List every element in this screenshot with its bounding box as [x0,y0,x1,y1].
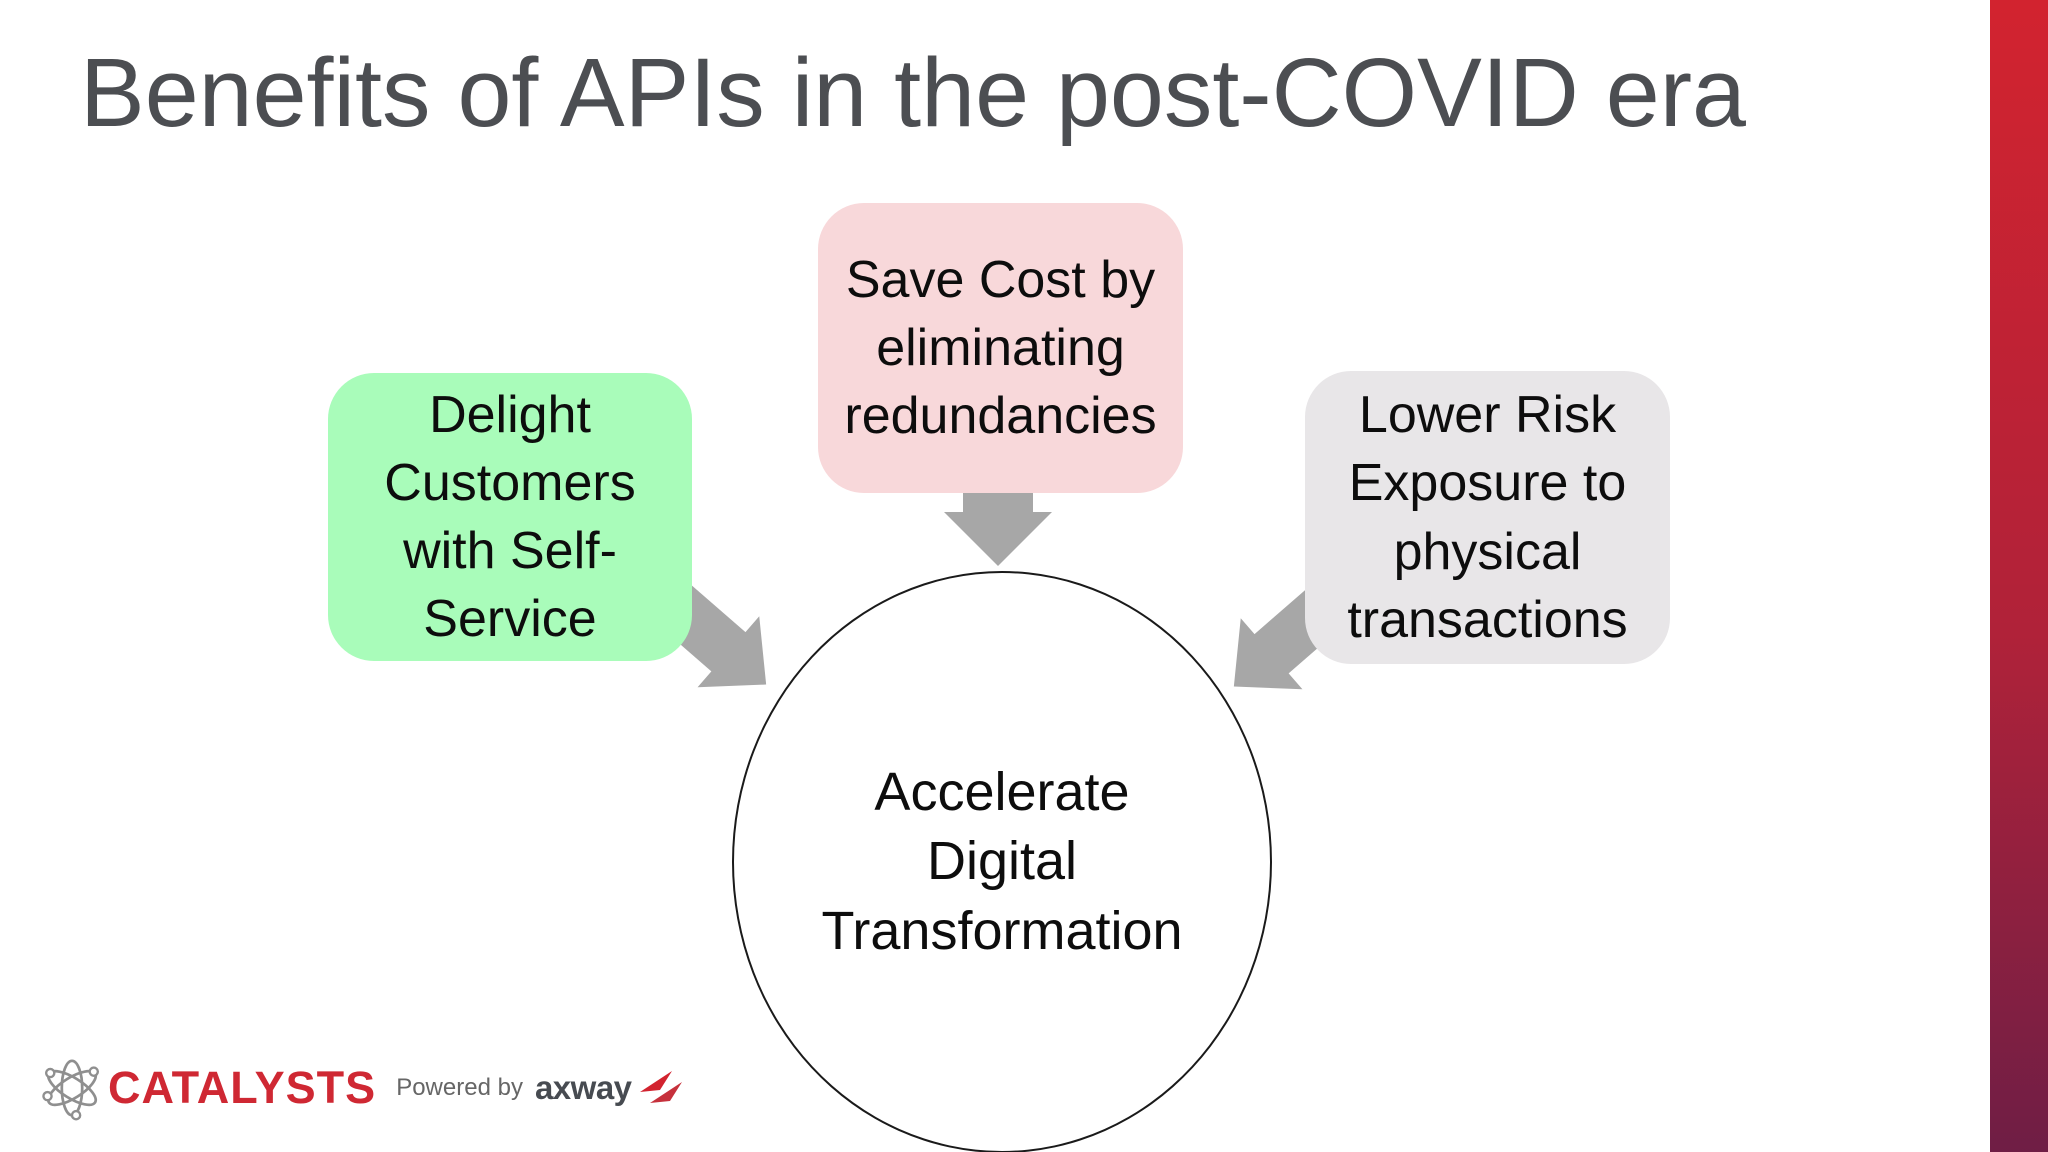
footer-logo: CATALYSTS Powered by axway [38,1048,684,1128]
benefit-box-delight-customers: Delight Customers with Self- Service [328,373,692,661]
arrow-from-save-cost-icon [944,488,1052,566]
central-goal-label: Accelerate Digital Transformation [821,762,1183,961]
benefit-box-save-cost-label: Save Cost by eliminating redundancies [844,250,1157,446]
catalysts-atom-icon [42,1059,100,1121]
page-title: Benefits of APIs in the post-COVID era [80,38,1746,147]
catalysts-wordmark: CATALYSTS [108,1062,377,1113]
powered-by-label: Powered by [396,1074,523,1101]
benefit-box-lower-risk: Lower Risk Exposure to physical transact… [1305,371,1670,664]
benefit-box-lower-risk-label: Lower Risk Exposure to physical transact… [1347,386,1628,649]
axway-wordmark: axway [534,1069,632,1106]
benefit-box-delight-label: Delight Customers with Self- Service [384,385,636,649]
accent-bar [1990,0,2048,1152]
axway-arrow-icon [639,1071,682,1103]
benefit-box-save-cost: Save Cost by eliminating redundancies [818,203,1183,493]
central-goal-circle: Accelerate Digital Transformation [732,571,1272,1152]
